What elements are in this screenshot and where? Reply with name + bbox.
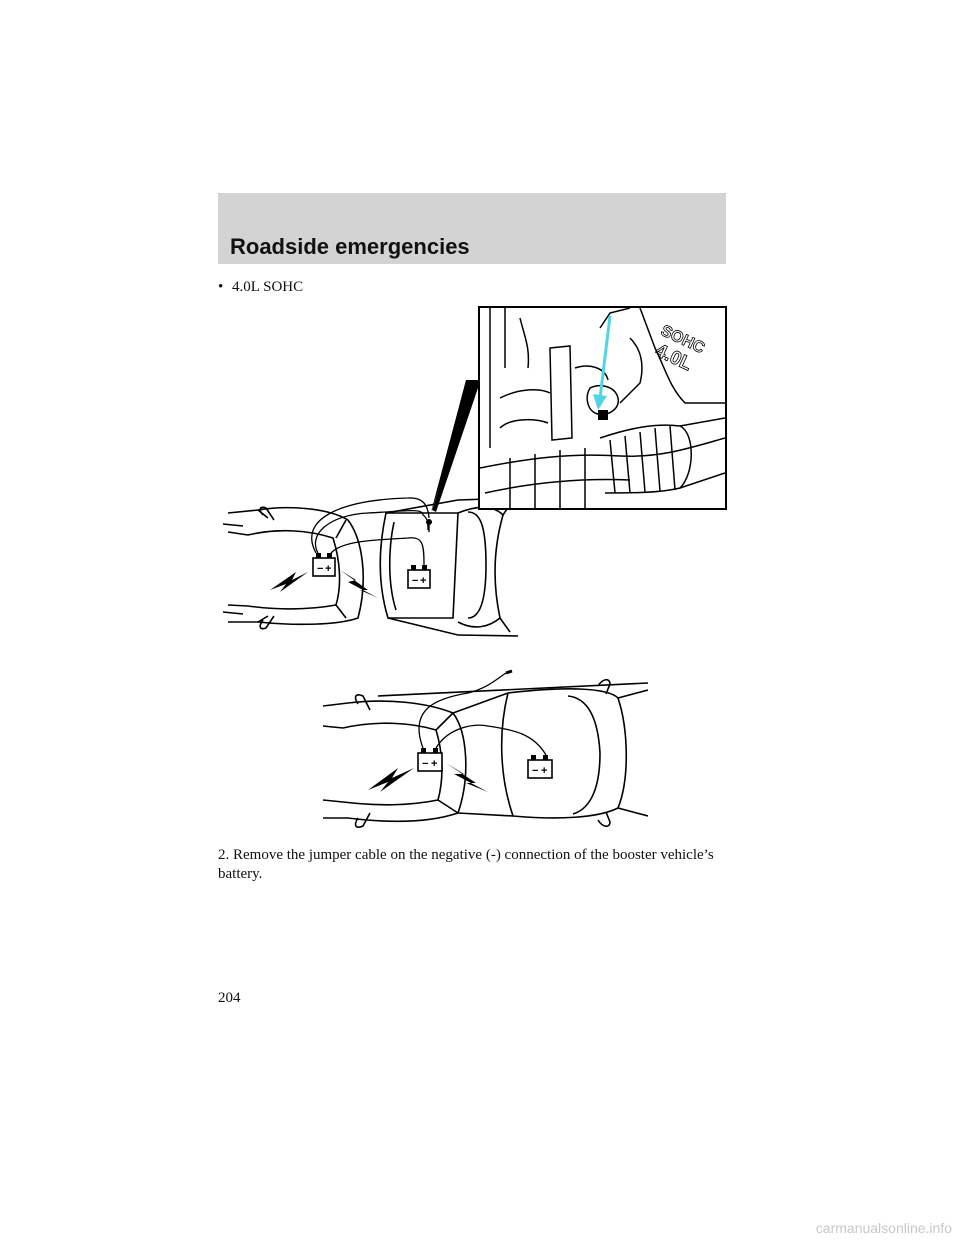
spark-icon: [368, 763, 488, 792]
svg-text:+: +: [431, 758, 437, 770]
svg-text:−: −: [412, 575, 418, 587]
bullet-text: 4.0L SOHC: [232, 279, 304, 295]
jumper-cables-bottom: [418, 669, 547, 756]
page-number: 204: [218, 990, 241, 1006]
section-header-band: Roadside emergencies: [218, 193, 726, 264]
engine-inset: SOHC 4.0L: [478, 306, 727, 510]
svg-text:+: +: [541, 765, 547, 777]
svg-text:+: +: [325, 563, 331, 575]
svg-text:−: −: [317, 563, 323, 575]
svg-text:−: −: [532, 765, 538, 777]
callout-pointer: [432, 380, 480, 512]
disabled-battery-bottom: − +: [527, 755, 553, 779]
ground-point-arrow: [593, 315, 612, 410]
bullet-symbol: •: [218, 279, 224, 295]
bullet-item: • 4.0L SOHC: [218, 279, 303, 296]
jump-start-diagram-bottom: − + − +: [322, 669, 648, 828]
booster-battery: − +: [312, 553, 336, 577]
jump-start-diagram-top: − + − +: [222, 380, 519, 637]
disabled-vehicle-bottom: [377, 678, 648, 828]
booster-vehicle-bottom: [322, 694, 467, 828]
section-title: Roadside emergencies: [230, 234, 470, 259]
spark-icon: [270, 570, 378, 598]
step-instruction: 2. Remove the jumper cable on the negati…: [218, 847, 714, 882]
booster-vehicle: [222, 506, 364, 630]
watermark: carmanualsonline.info: [815, 1220, 952, 1236]
svg-text:+: +: [420, 575, 426, 587]
ground-clamp: [426, 519, 432, 532]
svg-text:−: −: [422, 758, 428, 770]
disabled-battery: − +: [407, 565, 431, 589]
disabled-vehicle: [379, 497, 519, 637]
booster-battery-bottom: − +: [417, 748, 443, 772]
